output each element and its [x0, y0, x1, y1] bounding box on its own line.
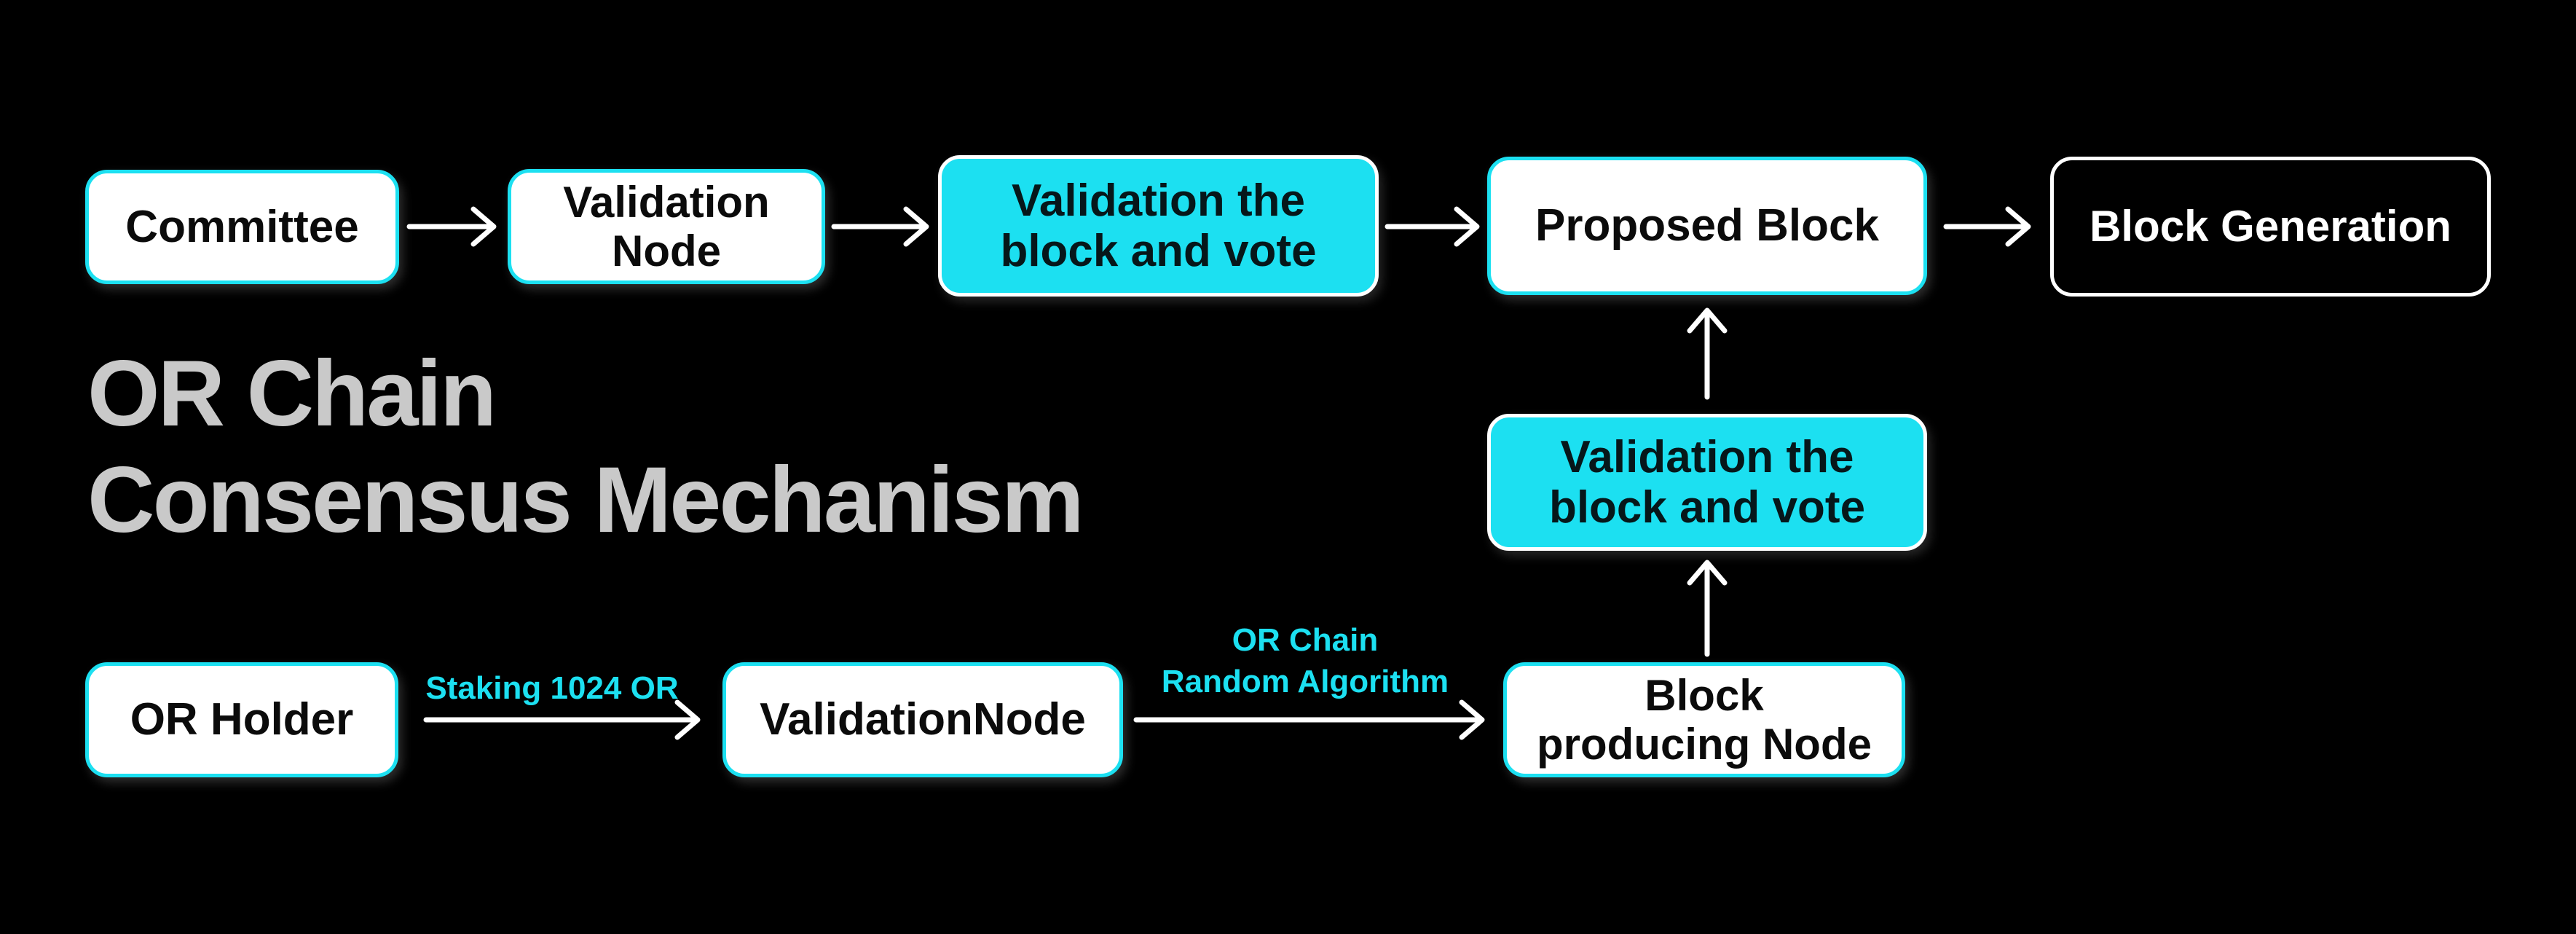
node-block-producing-node-label: Block producing Node — [1537, 670, 1872, 769]
node-block-generation-label: Block Generation — [2089, 202, 2451, 251]
node-or-holder-label: OR Holder — [130, 694, 354, 745]
arrow-proposed-block-to-block-generation — [1943, 206, 2031, 247]
arrow-vote-top-to-proposed-block — [1384, 206, 1480, 247]
arrow-committee-to-validation-node — [406, 206, 497, 247]
node-proposed-block: Proposed Block — [1487, 157, 1927, 295]
node-or-holder: OR Holder — [85, 662, 398, 777]
arrow-block-producing-to-vote-mid — [1687, 560, 1728, 657]
node-committee: Committee — [85, 170, 399, 284]
node-validation-vote-mid: Validation the block and vote — [1487, 414, 1927, 551]
node-committee-label: Committee — [125, 201, 359, 252]
arrow-vote-mid-to-proposed-block — [1687, 307, 1728, 400]
arrow-validation-node-to-vote-top — [831, 206, 929, 247]
node-validation-node-2-label: ValidationNode — [760, 694, 1086, 745]
edge-label-random-algorithm: OR Chain Random Algorithm — [1161, 622, 1449, 700]
node-validation-vote-mid-label: Validation the block and vote — [1548, 431, 1866, 533]
node-block-generation: Block Generation — [2050, 157, 2491, 297]
arrow-validation-node-2-to-block-producing — [1133, 699, 1485, 740]
diagram-title: OR Chain Consensus Mechanism — [87, 342, 1084, 552]
arrow-or-holder-to-validation-node-2 — [423, 699, 701, 740]
edge-label-staking: Staking 1024 OR — [425, 670, 679, 706]
node-block-producing-node: Block producing Node — [1503, 662, 1905, 777]
node-validation-vote-top-label: Validation the block and vote — [1000, 175, 1317, 276]
node-validation-node-label: Validation Node — [563, 177, 770, 275]
node-validation-node-2: ValidationNode — [722, 662, 1123, 777]
node-proposed-block-label: Proposed Block — [1535, 200, 1879, 251]
node-validation-vote-top: Validation the block and vote — [938, 155, 1379, 297]
node-validation-node: Validation Node — [508, 169, 825, 284]
